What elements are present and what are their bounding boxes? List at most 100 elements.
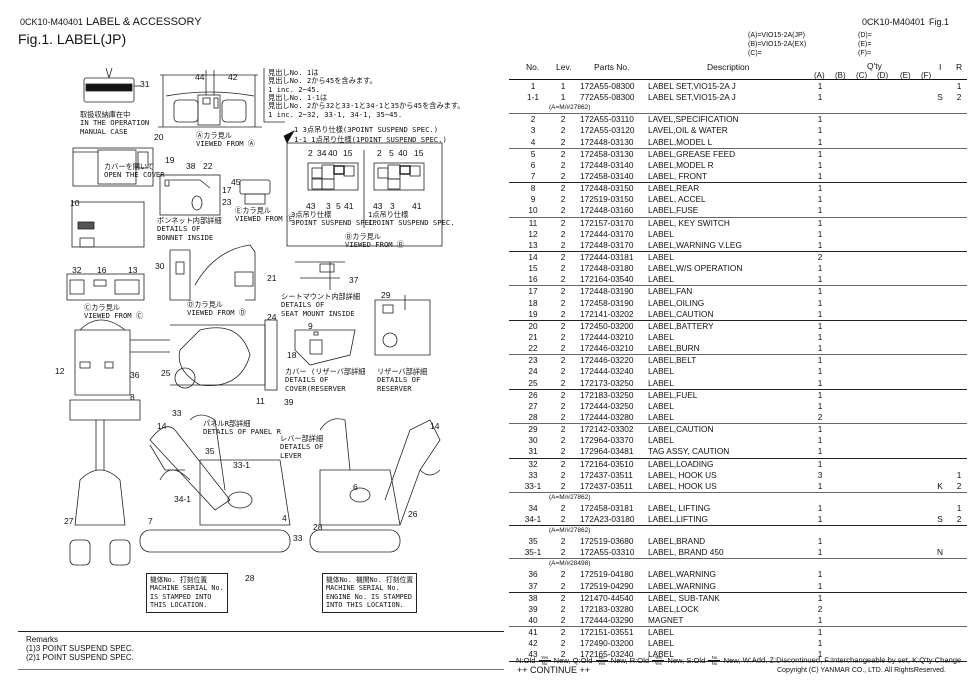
callout-number: 41 [412,201,422,211]
exploded-diagram: 見出しNo. 1は 見出しNo. 2から45を含みます。 1 inc. 2~45… [0,55,505,630]
part-number: 172A55-03110 [580,114,634,125]
level: 2 [560,411,566,422]
qty-a: 1 [817,136,823,147]
spec-arrow-icon [283,130,296,144]
col-header-qty-c: (C) [856,71,868,80]
interchange-code: S [937,514,943,525]
callout-number: 36 [130,370,140,380]
part-number: 172448-03150 [580,183,634,194]
item-no: 23 [528,355,538,366]
view-label-en: VIEWED FROM Ⓐ [196,139,256,149]
description: LABEL [648,228,674,239]
description: LABEL [648,638,674,649]
item-no: 30 [528,435,538,446]
serial-note-row: (A=M/#27862) [549,104,591,112]
level: 2 [560,286,566,297]
level: 2 [560,183,566,194]
viewed-from-b: Ⓑカラ見ル VIEWED FROM Ⓑ [345,232,404,250]
continue-marker[interactable]: ++ CONTINUE ++ [517,665,591,675]
spec1-caption: 1点吊り仕様 1POINT SUSPEND SPEC. [368,210,455,228]
item-no: 1-1 [527,92,539,103]
model-d: (D)= [858,32,872,39]
callout-number: 31 [140,79,150,89]
item-no: 12 [528,228,538,239]
manual-case-line: IN THE OPERATION [80,118,150,128]
part-number: 172444-03290 [580,615,634,626]
callout-number: 21 [267,273,277,283]
callout-number: 43 [373,201,383,211]
reserver-line: DETAILS OF [377,375,421,385]
qty-a: 1 [817,400,823,411]
item-no: 33 [528,469,538,480]
level: 2 [560,603,566,614]
bonnet-line: ボンネット内部詳細 [157,216,222,225]
part-number: 172448-03130 [580,136,634,147]
level: 2 [560,170,566,181]
part-number: 172141-03202 [580,308,634,319]
callout-number: 27 [64,516,74,526]
model-a: (A)=VIO15-2A(JP) [748,32,805,39]
part-number: 172448-03160 [580,205,634,216]
part-number: 172157-03170 [580,217,634,228]
description: LABEL, FRONT [648,170,708,181]
manual-case-note: 取扱収納庫在中 IN THE OPERATION MANUAL CASE [80,110,150,136]
description: LABEL,FUEL [648,389,698,400]
cover-reserver-note: カバー (リザーバ部詳細 DETAILS OF COVER(RESERVER [285,367,365,393]
spec3-caption: 3点吊り仕様 3POINT SUSPEND SPEC. [291,210,378,228]
description: LABEL,OILING [648,297,705,308]
callout-number: 13 [128,265,138,275]
description: LAVEL,SPECIFICATION [648,114,739,125]
